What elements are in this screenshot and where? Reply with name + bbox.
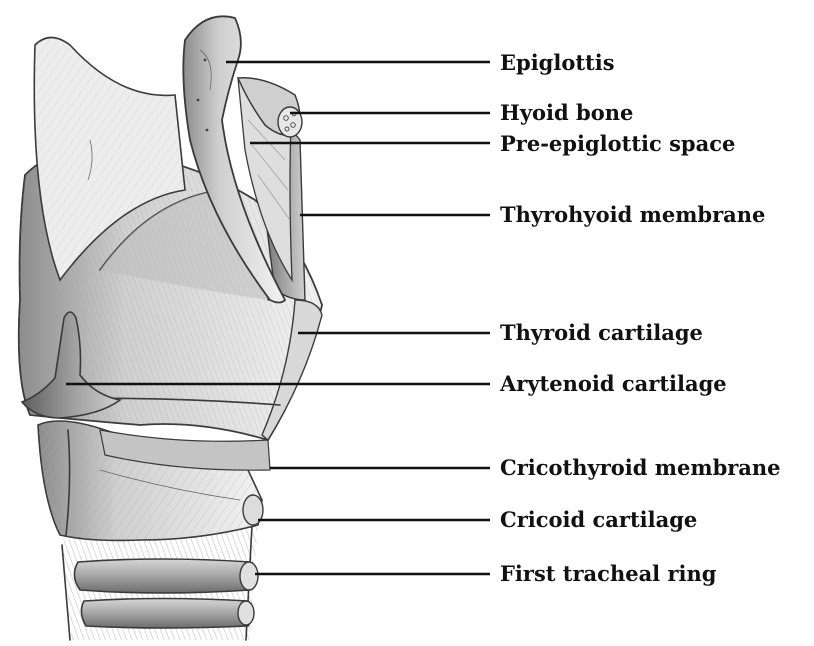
label-arytenoid-cartilage: Arytenoid cartilage bbox=[499, 371, 727, 396]
label-hyoid-bone: Hyoid bone bbox=[500, 100, 633, 125]
larynx-illustration bbox=[19, 16, 322, 640]
label-epiglottis: Epiglottis bbox=[500, 50, 615, 75]
label-first-tracheal-ring: First tracheal ring bbox=[500, 561, 717, 586]
label-cricothyroid-membrane: Cricothyroid membrane bbox=[500, 455, 781, 480]
label-cricoid-cartilage: Cricoid cartilage bbox=[500, 507, 697, 532]
first-tracheal-ring-shape bbox=[74, 559, 256, 593]
label-thyrohyoid-membrane: Thyrohyoid membrane bbox=[500, 202, 765, 227]
labels: Epiglottis Hyoid bone Pre-epiglottic spa… bbox=[499, 50, 781, 586]
label-pre-epiglottic-space: Pre-epiglottic space bbox=[500, 131, 735, 156]
label-thyroid-cartilage: Thyroid cartilage bbox=[500, 320, 703, 345]
